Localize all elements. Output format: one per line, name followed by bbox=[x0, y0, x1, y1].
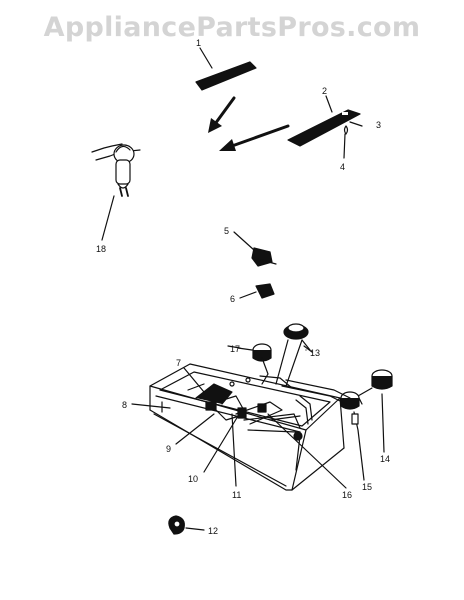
callout-7: 7 bbox=[176, 358, 181, 368]
callout-2: 2 bbox=[322, 86, 327, 96]
callout-9: 9 bbox=[166, 444, 171, 454]
part-5-clip bbox=[233, 231, 277, 267]
gas-manifold-tubes bbox=[259, 375, 351, 425]
part-8-burner-box bbox=[149, 363, 345, 491]
callout-1: 1 bbox=[196, 38, 201, 48]
direction-arrow-1 bbox=[208, 96, 236, 133]
callout-12: 12 bbox=[208, 526, 218, 536]
part-17-burner bbox=[237, 343, 272, 385]
callout-6: 6 bbox=[230, 294, 235, 304]
part-2-burner-strip bbox=[287, 95, 363, 159]
part-13-burner bbox=[275, 323, 311, 387]
callout-17: 17 bbox=[230, 344, 240, 354]
callout-3: 3 bbox=[376, 120, 381, 130]
callout-11: 11 bbox=[232, 490, 241, 500]
direction-arrow-2 bbox=[219, 124, 290, 151]
callout-14: 14 bbox=[380, 454, 390, 464]
part-12-clip bbox=[168, 515, 205, 535]
callout-leaders bbox=[131, 345, 347, 489]
callout-10: 10 bbox=[188, 474, 198, 484]
callout-5: 5 bbox=[224, 226, 229, 236]
callout-4: 4 bbox=[340, 162, 345, 172]
callout-labels: 1 2 3 4 5 6 7 8 9 10 11 12 13 14 15 16 1… bbox=[96, 38, 390, 536]
callout-18: 18 bbox=[96, 244, 106, 254]
callout-16: 16 bbox=[342, 490, 352, 500]
callout-8: 8 bbox=[122, 400, 127, 410]
part-18-electrode bbox=[91, 143, 141, 241]
part-1-burner-strip bbox=[195, 47, 257, 91]
callout-15: 15 bbox=[362, 482, 372, 492]
part-6-block bbox=[239, 283, 275, 299]
part-14-burner bbox=[357, 369, 393, 453]
callout-13: 13 bbox=[310, 348, 320, 358]
part-15-burner bbox=[340, 391, 365, 481]
